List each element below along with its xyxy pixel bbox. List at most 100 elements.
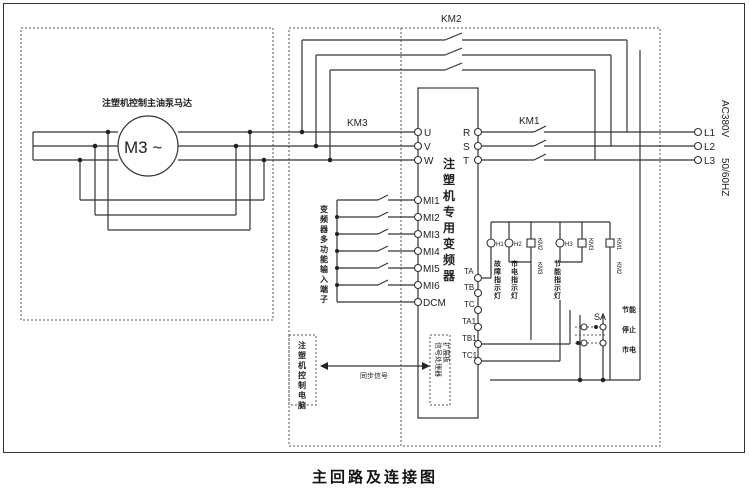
- controller-label: 注 塑 机 控 制 电 脑: [297, 340, 306, 410]
- svg-text:灯: 灯: [554, 291, 561, 300]
- inverter-title: 注 塑 机 专 用 变 频 器: [442, 156, 456, 283]
- motor-left-wiring: [32, 129, 118, 230]
- svg-text:器: 器: [319, 225, 329, 234]
- svg-text:T: T: [463, 156, 469, 167]
- supply-wiring: [482, 50, 703, 380]
- multi-input-label: 变 频 器 多 功 能 输 入 端 子: [319, 204, 329, 304]
- svg-text:变: 变: [443, 236, 455, 251]
- svg-text:TB1: TB1: [462, 334, 477, 343]
- svg-text:市: 市: [511, 259, 518, 268]
- multi-inputs: MI1 MI2 MI3 MI4 MI5 MI6 DCM: [335, 194, 446, 309]
- svg-text:机: 机: [443, 188, 455, 203]
- svg-text:MI2: MI2: [423, 213, 440, 224]
- svg-text:注: 注: [443, 156, 455, 171]
- svg-text:停止: 停止: [622, 325, 636, 334]
- km2-label: KM2: [441, 14, 462, 25]
- svg-text:指: 指: [554, 275, 561, 284]
- svg-text:L3: L3: [704, 156, 716, 167]
- svg-text:W: W: [424, 156, 434, 167]
- motor-label: M3 ~: [124, 138, 162, 157]
- supply-voltage: AC380V: [719, 100, 730, 138]
- svg-text:电: 电: [511, 267, 518, 276]
- diagram-frame: [3, 3, 745, 453]
- svg-text:注: 注: [298, 340, 306, 350]
- selector-positions: 节能 停止 市电: [622, 305, 636, 354]
- svg-text:TC1: TC1: [462, 351, 478, 360]
- svg-text:L1: L1: [704, 128, 716, 139]
- expansion-processor: 信号处理器: [434, 342, 443, 377]
- svg-text:示: 示: [553, 284, 561, 292]
- svg-text:DCM: DCM: [423, 298, 446, 309]
- svg-text:机: 机: [298, 360, 306, 370]
- relay-terminals: TA TB TC TA1 TB1 TC1: [462, 267, 483, 366]
- svg-text:控: 控: [298, 370, 306, 380]
- selector-switch: SA: [575, 312, 607, 347]
- svg-text:H3: H3: [565, 242, 573, 248]
- svg-text:塑: 塑: [298, 350, 306, 360]
- svg-text:变: 变: [320, 204, 328, 214]
- svg-text:器: 器: [442, 269, 456, 283]
- svg-text:L2: L2: [704, 142, 716, 153]
- interlock-km3: KM3: [536, 262, 542, 275]
- km1-label: KM1: [519, 116, 540, 127]
- interlock-km2: KM2: [615, 262, 621, 275]
- svg-text:KM2: KM2: [536, 238, 542, 251]
- sync-signal-label: 同步信号: [360, 371, 388, 380]
- svg-text:入: 入: [319, 275, 328, 284]
- svg-text:故: 故: [494, 259, 501, 268]
- output-terminals: U V W: [413, 127, 434, 167]
- svg-text:频: 频: [443, 252, 455, 267]
- svg-text:功: 功: [320, 244, 328, 254]
- svg-text:脑: 脑: [297, 400, 306, 410]
- svg-text:能: 能: [554, 267, 561, 276]
- motor-title: 注塑机控制主油泵马达: [102, 97, 192, 108]
- svg-text:能: 能: [320, 254, 328, 264]
- svg-text:指: 指: [494, 275, 501, 284]
- svg-text:MI3: MI3: [423, 230, 440, 241]
- svg-text:V: V: [424, 142, 431, 153]
- svg-text:专: 专: [443, 204, 455, 219]
- svg-text:障: 障: [494, 267, 501, 276]
- svg-text:多: 多: [320, 234, 328, 244]
- svg-text:示: 示: [510, 284, 518, 292]
- svg-text:市电: 市电: [622, 345, 636, 354]
- svg-text:R: R: [463, 128, 470, 139]
- svg-text:子: 子: [320, 295, 328, 304]
- motor-right-wiring: [80, 129, 415, 231]
- controller-box: [288, 334, 317, 406]
- km3-label: KM3: [347, 118, 368, 129]
- svg-text:KM3: KM3: [587, 238, 593, 251]
- svg-text:H2: H2: [514, 242, 522, 248]
- input-terminals: R S T: [463, 127, 483, 167]
- svg-text:H1: H1: [496, 242, 504, 248]
- phase-labels: L1 L2 L3: [704, 128, 716, 167]
- svg-text:塑: 塑: [443, 172, 455, 187]
- svg-text:示: 示: [493, 284, 501, 292]
- svg-text:输: 输: [320, 264, 329, 274]
- svg-text:TA: TA: [464, 267, 474, 276]
- svg-text:用: 用: [442, 221, 455, 235]
- motor-area-box: [20, 27, 274, 321]
- svg-text:节: 节: [554, 259, 561, 268]
- diagram-caption: 主回路及连接图: [311, 468, 438, 486]
- svg-text:灯: 灯: [494, 291, 501, 300]
- svg-text:制: 制: [298, 380, 306, 390]
- coils: KM2 KM3 KM1 KM3 KM2: [526, 238, 621, 275]
- svg-text:节能: 节能: [622, 305, 636, 314]
- svg-text:TB: TB: [464, 283, 474, 292]
- svg-text:TC: TC: [464, 300, 475, 309]
- svg-text:MI1: MI1: [423, 196, 440, 207]
- sync-signal-arrow: [320, 362, 430, 370]
- km2-bypass-wiring: [299, 32, 628, 163]
- svg-text:KM1: KM1: [615, 238, 621, 251]
- svg-text:电: 电: [298, 390, 306, 400]
- svg-text:MI6: MI6: [423, 281, 440, 292]
- expansion-box: [429, 334, 451, 406]
- lamps: H1 H2 H3: [486, 238, 573, 248]
- svg-text:指: 指: [511, 275, 518, 284]
- svg-text:频: 频: [320, 214, 328, 224]
- svg-text:端: 端: [320, 284, 328, 294]
- svg-text:S: S: [463, 142, 470, 153]
- expansion-board: 扩展板: [442, 342, 451, 363]
